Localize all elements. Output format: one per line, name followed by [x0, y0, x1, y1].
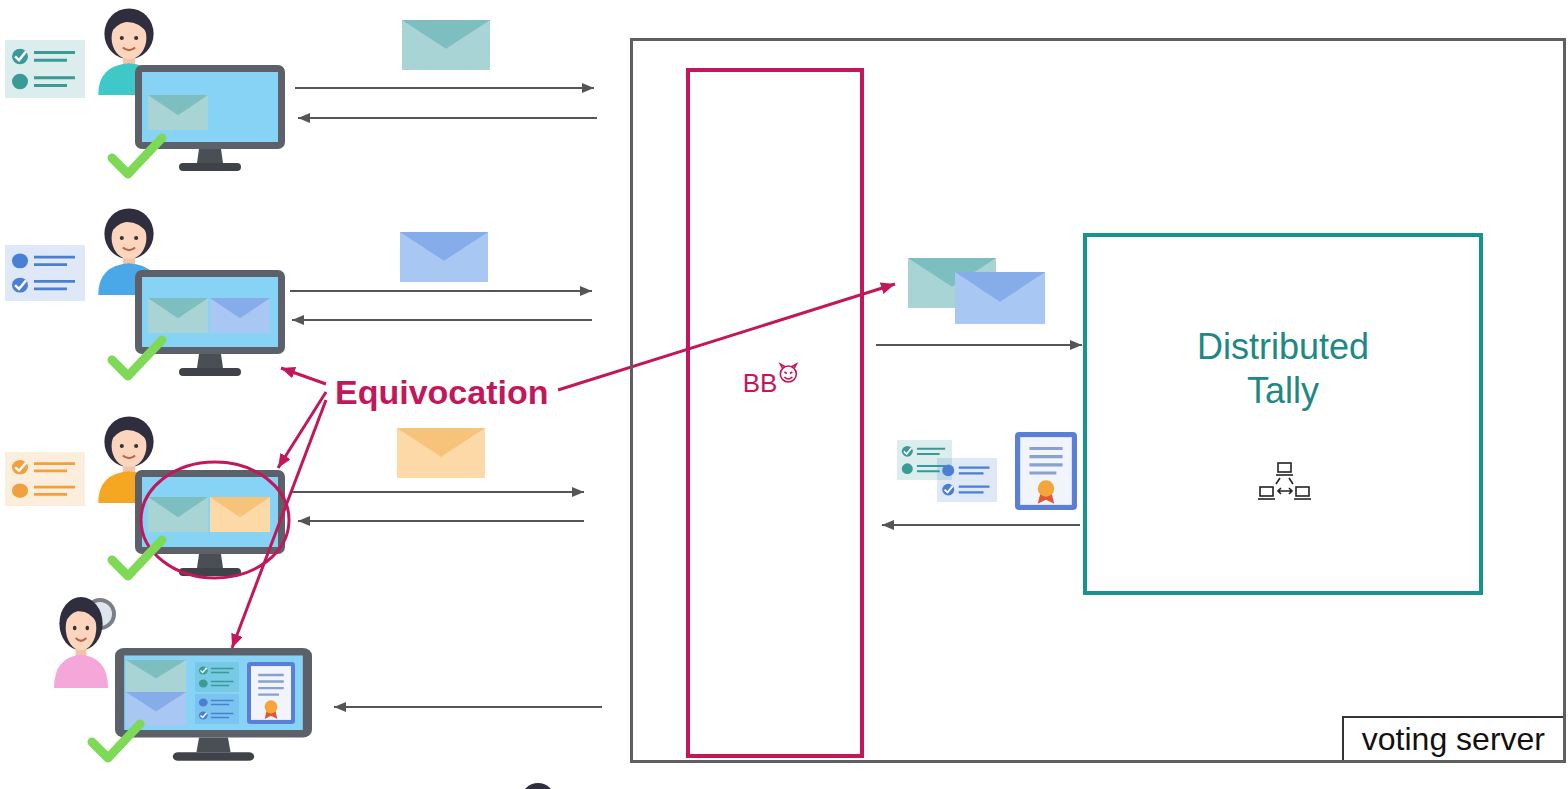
check-mark	[112, 340, 162, 376]
ballot-icon	[5, 245, 85, 301]
message-arrow	[292, 319, 592, 321]
computer-glyph	[1260, 487, 1273, 496]
leader-arrow	[232, 400, 326, 648]
message-arrow	[298, 117, 597, 119]
computer-glyph	[1258, 498, 1275, 500]
ballot-icon	[195, 694, 239, 724]
ballot-icon	[937, 458, 997, 502]
envelope-icon	[955, 272, 1045, 324]
voter-head	[521, 783, 555, 789]
envelope-icon	[148, 298, 208, 333]
message-arrow	[298, 520, 584, 522]
ballot-icon	[5, 40, 85, 98]
text-holder: Distributed Tally	[1087, 325, 1479, 413]
certificate-icon	[247, 662, 295, 724]
computer-glyph	[1278, 463, 1291, 472]
leader-arrow	[281, 368, 326, 384]
envelope-icon	[126, 660, 186, 692]
tally-box: Distributed Tally	[1083, 233, 1483, 595]
leader-arrow	[558, 284, 895, 390]
voter-monitor	[135, 65, 285, 171]
check-mark	[92, 724, 140, 758]
check-mark	[112, 540, 162, 576]
envelope-icon	[397, 428, 485, 478]
leader-arrow	[278, 392, 326, 468]
computer-glyph	[1296, 487, 1309, 496]
ballot-icon	[5, 452, 85, 506]
message-arrow	[292, 491, 584, 493]
envelope-icon	[148, 497, 208, 532]
server-box: BB Distributed Tally voting server	[630, 38, 1566, 763]
devil-mouth	[784, 377, 792, 379]
board-label: BB	[743, 368, 778, 398]
envelope-icon	[400, 232, 488, 282]
flow-arrow	[882, 524, 1080, 526]
tally-label: Distributed Tally	[1183, 325, 1383, 413]
text-holder: voting server	[1342, 716, 1563, 760]
envelope-icon	[402, 20, 490, 70]
message-arrow	[334, 706, 602, 708]
network-icon	[1258, 463, 1311, 499]
check-mark	[112, 138, 162, 174]
label-holder: Equivocation	[335, 372, 548, 412]
devil-face	[780, 366, 796, 382]
computer-glyph	[1294, 498, 1311, 500]
link-glyph	[1278, 488, 1292, 494]
highlight-ellipse	[141, 462, 289, 578]
voter-monitor	[135, 470, 285, 576]
envelope-icon	[126, 692, 186, 726]
devil-icon	[780, 364, 796, 382]
devil-eyes	[784, 372, 792, 374]
envelope-icon	[210, 497, 270, 532]
server-label: voting server	[1362, 721, 1545, 757]
text-holder: BB	[690, 368, 860, 398]
bulletin-board-box: BB	[686, 68, 864, 758]
voter-monitor	[135, 270, 285, 376]
computer-glyph	[1276, 474, 1293, 476]
link-glyph	[1276, 478, 1293, 484]
auditor-monitor	[115, 648, 312, 761]
message-arrow	[295, 87, 594, 89]
auditor-figure	[54, 597, 108, 688]
callout-label: Equivocation	[335, 373, 548, 411]
devil-horns	[780, 364, 796, 368]
flow-arrow	[876, 344, 1082, 346]
envelope-icon	[210, 298, 270, 333]
certificate-icon	[1015, 432, 1077, 510]
message-arrows	[290, 88, 602, 707]
message-arrow	[290, 290, 592, 292]
envelope-icon	[148, 95, 208, 130]
ballot-icon	[195, 662, 239, 692]
equivocation-leaders	[232, 284, 895, 648]
